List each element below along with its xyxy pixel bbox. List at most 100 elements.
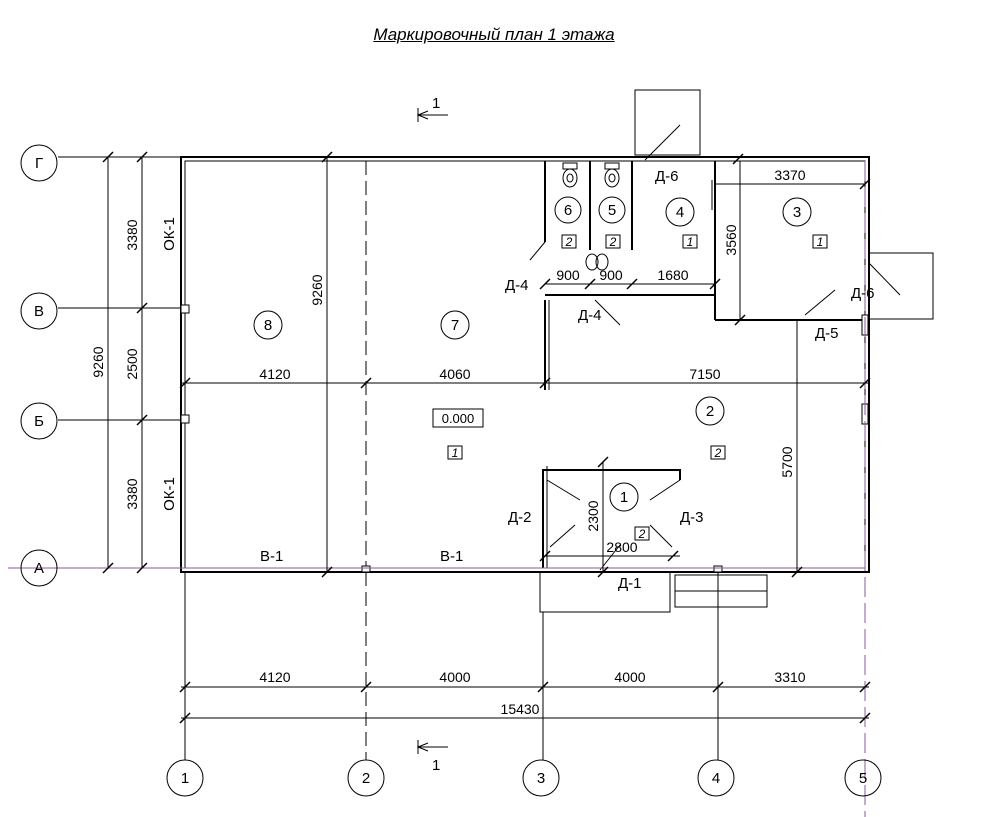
room-circle-1 [609,482,639,512]
toilet-6-tank [562,162,578,170]
room-number-6: 6 [564,202,572,219]
dim-text-bot-4000a: 4000 [439,669,470,685]
axis-label-A: А [34,560,44,577]
door-label-d6-right: Д-6 [851,285,875,302]
dim-text-900a: 900 [556,267,580,283]
axis-label-1: 1 [181,770,189,787]
window-label-ok1-bot: ОК-1 [161,477,178,511]
door-label-d1: Д-1 [618,575,642,592]
window-label-v1-left: В-1 [260,548,283,565]
dim-text-3370: 3370 [774,167,805,183]
dim-text-bot-4120: 4120 [259,669,290,685]
door-label-d4-mid: Д-4 [578,307,602,324]
room-number-5: 5 [608,202,616,219]
door-label-d6-top: Д-6 [655,168,679,185]
dim-text-4060: 4060 [439,366,470,382]
window-mark [180,304,190,314]
window-mark [713,565,723,573]
dim-text-2800: 2800 [606,539,637,555]
axis-label-2: 2 [362,770,370,787]
room-number-8: 8 [264,317,272,334]
axis-bubble-2 [347,759,385,797]
sink-2 [595,253,609,271]
door-label-d4-left: Д-4 [505,277,529,294]
right-annex [868,252,934,320]
dim-text-bot-15430: 15430 [501,701,540,717]
right-annex-diag [868,262,901,296]
axis-label-V: В [34,303,44,320]
top-annex [634,89,701,156]
door-d2-swing [549,524,576,548]
outer-wall [180,156,870,573]
dim-text-9260-inner: 9260 [309,274,325,305]
section-arrow-bottom [416,742,429,752]
level-box [432,408,484,428]
axis-label-3: 3 [537,770,545,787]
finish-mark-4: 1 [687,235,694,249]
plan-title: Маркировочный план 1 этажа [373,25,615,44]
level-mark: 0.000 [442,411,475,426]
dim-text-left-3380-bot: 3380 [124,478,140,509]
axis-label-5: 5 [859,770,867,787]
dim-text-7150: 7150 [689,366,720,382]
dim-text-4120-mid: 4120 [259,366,290,382]
toilet-6-inner [566,173,574,183]
dim-text-2300: 2300 [585,500,601,531]
dim-text-left-2500: 2500 [124,348,140,379]
sink-1 [585,253,599,271]
window-label-v1-mid: В-1 [440,548,463,565]
door-label-d5: Д-5 [815,325,839,342]
finish-box-4 [682,234,698,249]
finish-box-1 [634,526,650,541]
door-label-d2: Д-2 [508,509,532,526]
finish-box-6 [561,234,577,249]
dim-text-left-3380-top: 3380 [124,219,140,250]
vestibule-door-swing-left [546,479,581,501]
door-d5-swing [804,289,836,316]
top-annex-diag [644,124,681,161]
toilet-6 [562,168,578,188]
axis-bubble-A [20,549,58,587]
axis-bubble-1 [166,759,204,797]
dim-text-bot-4000b: 4000 [614,669,645,685]
toilet-5 [604,168,620,188]
room-number-2: 2 [706,403,714,420]
room-circle-4 [665,197,695,227]
room-number-7: 7 [451,317,459,334]
vestibule-door-swing [649,479,681,501]
toilet-5-inner [608,173,616,183]
finish-mark-6: 2 [565,235,573,249]
axis-bubble-5 [844,759,882,797]
room-number-1: 1 [620,489,628,506]
finish-mark-1: 2 [638,527,646,541]
room-circle-6 [554,196,582,224]
room-circle-8 [253,310,283,340]
axis-bubble-3 [522,759,560,797]
finish-mark-2: 2 [714,446,722,460]
wc-door-swing [529,241,546,261]
room-circle-3 [782,197,812,227]
toilet-5-tank [604,162,620,170]
window-label-ok1-top: ОК-1 [161,217,178,251]
axis-bubble-G [20,144,58,182]
axis-bubble-4 [697,759,735,797]
dim-text-left-9260: 9260 [90,346,106,377]
finish-mark-5: 2 [609,235,617,249]
room-circle-2 [695,396,725,426]
dim-text-3560: 3560 [723,224,739,255]
outer-wall-inner [184,160,866,569]
dim-text-1680: 1680 [657,267,688,283]
dim-text-bot-3310: 3310 [774,669,805,685]
room-number-4: 4 [676,204,684,221]
axis-label-G: Г [35,155,43,172]
room-circle-5 [598,196,626,224]
window-mark [361,565,371,573]
finish-box-5 [605,234,621,249]
section-label-top: 1 [432,95,440,112]
finish-mark-7: 1 [452,446,459,460]
dim-text-5700: 5700 [779,446,795,477]
door-d3-swing [649,524,673,548]
dim-text-900b: 900 [599,267,623,283]
section-arrow-top [416,110,429,120]
porch [539,571,671,613]
